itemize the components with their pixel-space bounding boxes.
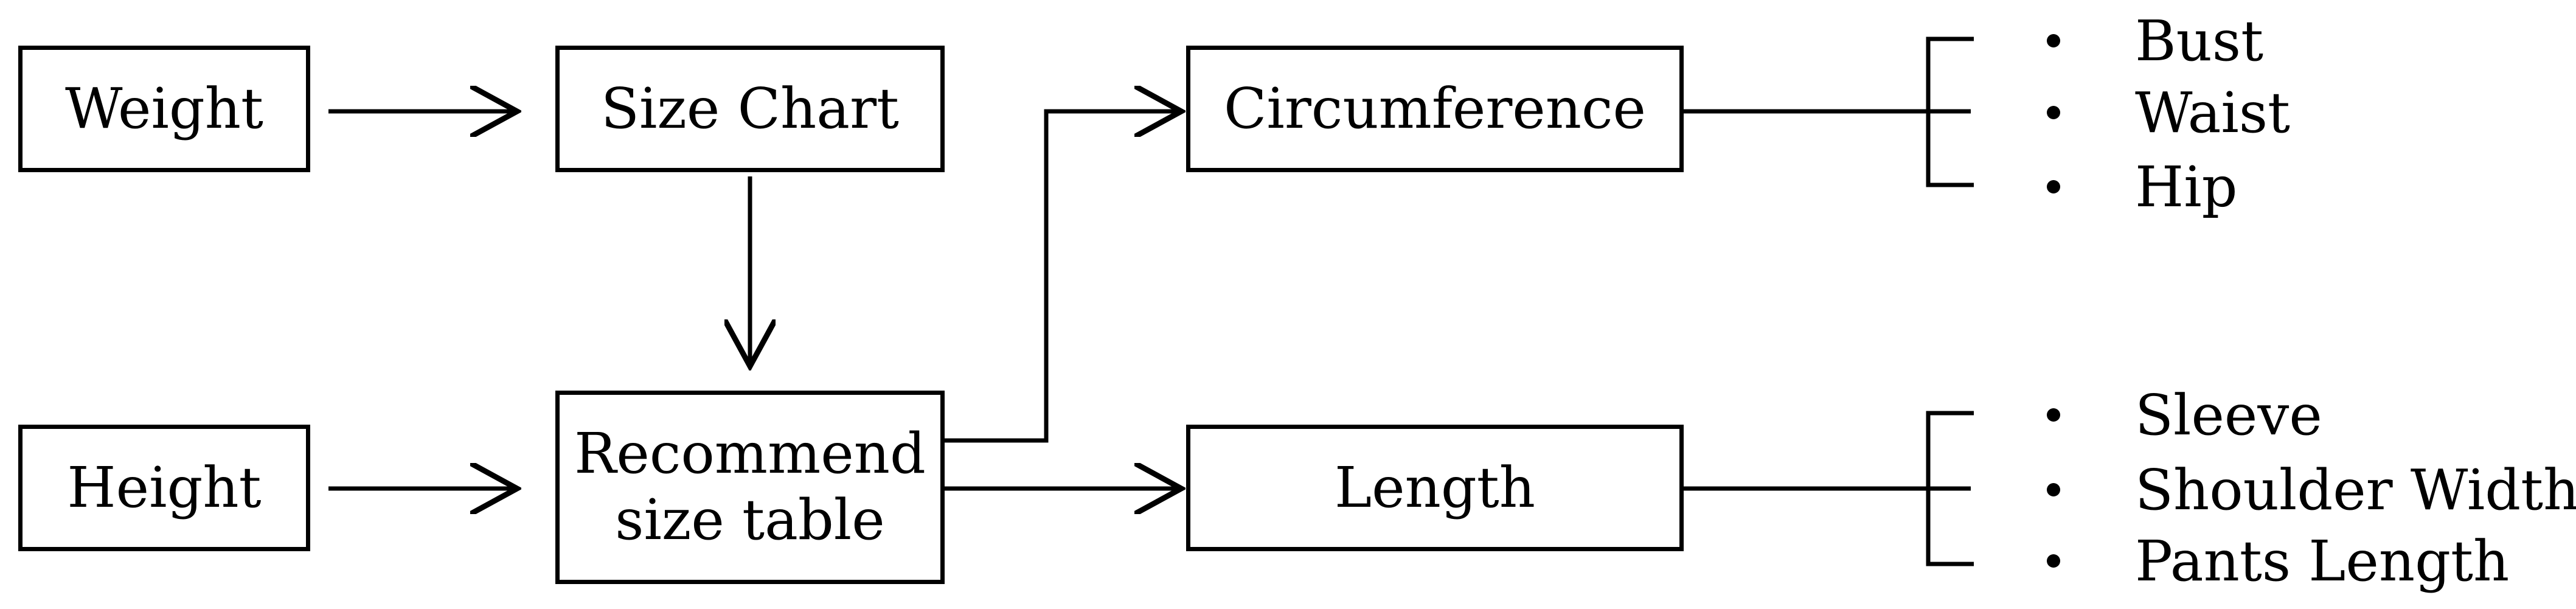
height-box: Height <box>18 425 310 551</box>
recommend-label-line-2: size table <box>615 487 885 552</box>
size-chart-label: Size Chart <box>600 75 900 141</box>
bullet-icon <box>2047 408 2060 422</box>
length-box: Length <box>1186 425 1684 551</box>
bullet-icon <box>2047 180 2060 193</box>
recommend-label-line-1: Recommend <box>574 421 926 487</box>
weight-label: Weight <box>64 75 264 141</box>
circumference-box: Circumference <box>1186 46 1684 172</box>
length-label: Length <box>1335 454 1535 520</box>
arrow-recommend-to-circumference <box>945 111 1177 443</box>
bullet-icon <box>2047 106 2060 119</box>
circumference-label: Circumference <box>1224 75 1646 141</box>
size-chart-box: Size Chart <box>555 46 945 172</box>
bullet-icon <box>2047 554 2060 568</box>
length-bracket <box>1926 411 1974 566</box>
bullet-icon <box>2047 34 2060 47</box>
circumference-bracket <box>1926 37 1974 187</box>
height-label: Height <box>67 454 262 520</box>
recommend-size-table-box: Recommend size table <box>555 391 945 584</box>
bullet-icon <box>2047 483 2060 496</box>
weight-box: Weight <box>18 46 310 172</box>
